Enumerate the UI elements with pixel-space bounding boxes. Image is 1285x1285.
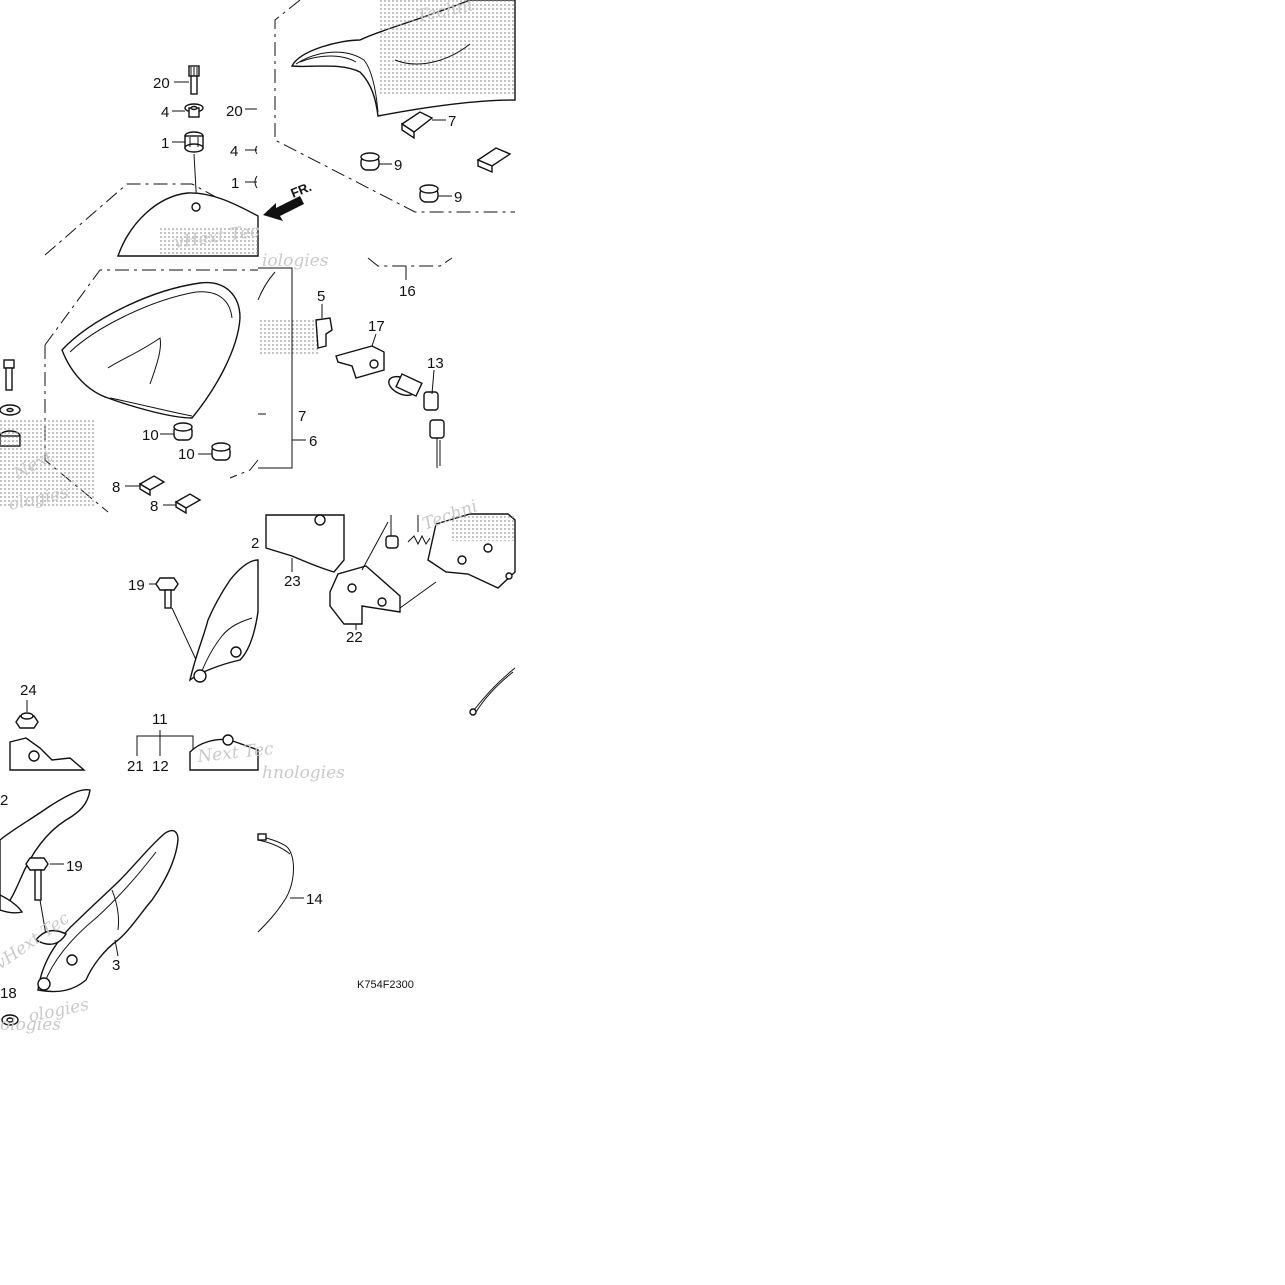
callout-9: 9 (454, 189, 462, 206)
rubber-block-7b (476, 147, 512, 174)
tile-middle-middle: 7 6 16 5 17 13 iologies (257, 251, 453, 469)
callout-5: 5 (317, 288, 325, 305)
watermark-text: ologies (0, 1015, 61, 1035)
callout-10: 10 (178, 446, 195, 463)
tile-top-left: 20 4 1 20 4 1 vHext Tec (44, 65, 261, 257)
tile-lower-middle: 23 22 hnologies Techni (262, 496, 516, 783)
callout-2: 2 (251, 535, 259, 552)
callout-20: 20 (226, 103, 243, 120)
lock-cylinder-13 (388, 369, 445, 468)
lock-bracket-17 (335, 333, 385, 379)
collar-4-top (184, 103, 204, 118)
bolt-20-top (188, 65, 200, 95)
callout-23: 23 (284, 573, 301, 590)
callout-1: 1 (161, 135, 169, 152)
cushion-10a (173, 422, 193, 441)
tile-middle-left: 10 10 8 8 Next ologies (0, 269, 264, 515)
front-direction-arrow: FR. (263, 179, 314, 221)
watermark-text: hnologies (262, 763, 345, 783)
grommet-1-top (184, 131, 204, 153)
callout-14: 14 (306, 891, 323, 908)
callout-22: 22 (346, 629, 363, 646)
drawing-code: K754F2300 (357, 979, 414, 991)
callout-4: 4 (161, 104, 169, 121)
nut-18 (1, 1014, 19, 1026)
callout-12: 12 (152, 758, 169, 775)
watermark-text: iologies (262, 251, 329, 271)
clip-5 (315, 304, 333, 349)
tile-top-middle: FR. 7 9 9 Techni (263, 0, 516, 221)
front-marker: FR. (289, 179, 314, 201)
callout-24: 24 (20, 682, 37, 699)
bolt-19-lower (25, 857, 64, 936)
callout-9: 9 (394, 157, 402, 174)
bolt-24 (15, 700, 39, 729)
rubber-block-8b (174, 493, 202, 515)
bolt-19-upper (149, 577, 199, 665)
callout-13: 13 (427, 355, 444, 372)
callout-10: 10 (142, 427, 159, 444)
callout-19: 19 (128, 577, 145, 594)
tile-lower-left: 19 24 11 21 12 2 Next Tec (9, 535, 275, 775)
callout-11: 11 (152, 711, 168, 728)
callout-8: 8 (150, 498, 158, 515)
callout-7: 7 (298, 408, 306, 425)
rubber-block-8a (138, 475, 166, 497)
callout-8: 8 (112, 479, 120, 496)
callout-18: 18 (0, 985, 17, 1002)
callout-2: 2 (0, 792, 8, 809)
cushion-10b (211, 442, 231, 461)
callout-19: 19 (66, 858, 83, 875)
callout-6: 6 (309, 433, 317, 450)
callout-1: 1 (231, 175, 239, 192)
callout-3: 3 (112, 957, 120, 974)
cushion-9b (419, 184, 439, 203)
tile-bottom-middle: 14 K754F2300 (257, 833, 414, 991)
callout-4: 4 (230, 143, 238, 160)
callout-21: 21 (127, 758, 144, 775)
callout-17: 17 (368, 318, 385, 335)
callout-20: 20 (153, 75, 170, 92)
tile-bottom-left: 2 19 3 18 vHext Tec ologies ologies (0, 789, 179, 1035)
callout-16: 16 (399, 283, 416, 300)
cushion-9a (360, 152, 380, 171)
rubber-block-7 (400, 111, 434, 140)
callout-7: 7 (448, 113, 456, 130)
